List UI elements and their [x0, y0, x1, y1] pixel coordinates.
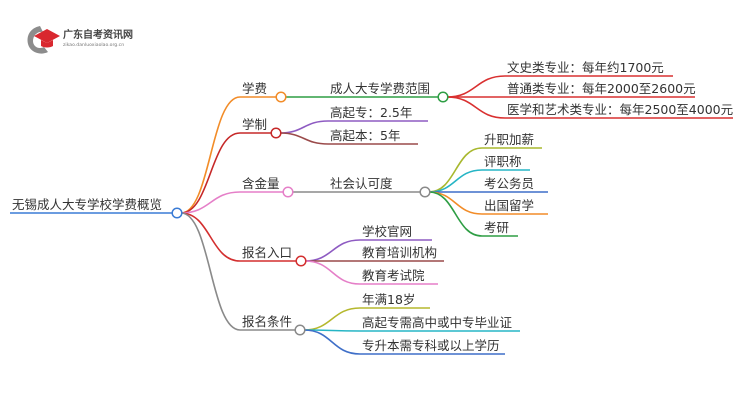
sub-node-2-0-connector — [419, 186, 431, 198]
leaf-node-0-0-1: 普通类专业：每年2000至2600元 — [507, 81, 696, 96]
edge-1-1 — [279, 132, 329, 145]
edge-root-4 — [180, 212, 241, 331]
root-node: 无锡成人大专学校学费概览 — [12, 197, 162, 212]
leaf-node-2-0-2: 考公务员 — [484, 176, 534, 191]
sub-node-3-0: 学校官网 — [362, 224, 412, 239]
branch-node-3: 报名入口 — [242, 245, 292, 260]
sub-node-1-1: 高起本：5年 — [330, 128, 400, 143]
logo-icon-book — [41, 40, 53, 48]
logo-icon — [27, 26, 48, 54]
branch-node-2-connector — [282, 186, 294, 198]
edge-2-0-1 — [428, 169, 483, 193]
edge-root-3 — [180, 212, 241, 262]
branch-node-0: 学费 — [242, 81, 267, 96]
edge-root-0 — [180, 96, 241, 214]
leaf-node-0-0-0: 文史类专业：每年约1700元 — [507, 60, 664, 75]
edge-4-0 — [303, 307, 361, 331]
logo-title: 广东自考资讯网 — [63, 28, 133, 41]
branch-node-3-connector — [295, 255, 307, 267]
branch-node-2: 含金量 — [242, 176, 280, 191]
sub-node-4-2: 专升本需专科或以上学历 — [362, 338, 500, 353]
sub-node-2-0: 社会认可度 — [330, 176, 393, 191]
sub-node-1-0: 高起专：2.5年 — [330, 105, 412, 120]
root-node-connector — [171, 207, 183, 219]
leaf-node-2-0-4: 考研 — [484, 220, 509, 235]
edge-0-0-0 — [446, 75, 506, 98]
edge-2-0-3 — [428, 191, 483, 215]
logo-icon-cap — [34, 29, 60, 43]
leaf-node-2-0-0: 升职加薪 — [484, 132, 534, 147]
nodes-layer: 无锡成人大专学校学费概览 学费 成人大专学费范围 文史类专业：每年约1700元普通类专… — [12, 60, 733, 353]
leaf-node-2-0-1: 评职称 — [484, 154, 522, 169]
branch-node-4-connector — [294, 324, 306, 336]
logo-subtitle: zikao.danluoxiaolao.org.cn — [63, 42, 124, 48]
edge-0-0-2 — [446, 96, 506, 119]
sub-node-3-2: 教育考试院 — [362, 268, 425, 283]
branch-node-1-connector — [270, 127, 282, 139]
site-logo: 广东自考资讯网 zikao.danluoxiaolao.org.cn — [27, 26, 133, 54]
edge-root-2 — [180, 191, 241, 214]
edges-layer — [10, 75, 733, 355]
branch-node-4: 报名条件 — [242, 314, 292, 329]
edge-root-1 — [180, 132, 241, 214]
sub-node-0-0: 成人大专学费范围 — [330, 81, 430, 96]
leaf-node-0-0-2: 医学和艺术类专业：每年2500至4000元 — [507, 102, 733, 117]
edge-3-0 — [304, 239, 361, 262]
edge-2-0-4 — [428, 191, 483, 237]
branch-node-0-connector — [275, 91, 287, 103]
sub-node-3-1: 教育培训机构 — [362, 245, 437, 260]
branch-node-1: 学制 — [242, 117, 267, 132]
sub-node-4-0: 年满18岁 — [362, 292, 415, 307]
sub-node-0-0-connector — [437, 91, 449, 103]
sub-node-4-1: 高起专需高中或中专毕业证 — [362, 315, 513, 330]
edge-3-2 — [304, 260, 361, 285]
leaf-node-2-0-3: 出国留学 — [484, 198, 534, 213]
edge-4-2 — [303, 329, 361, 355]
edge-1-0 — [279, 120, 329, 134]
